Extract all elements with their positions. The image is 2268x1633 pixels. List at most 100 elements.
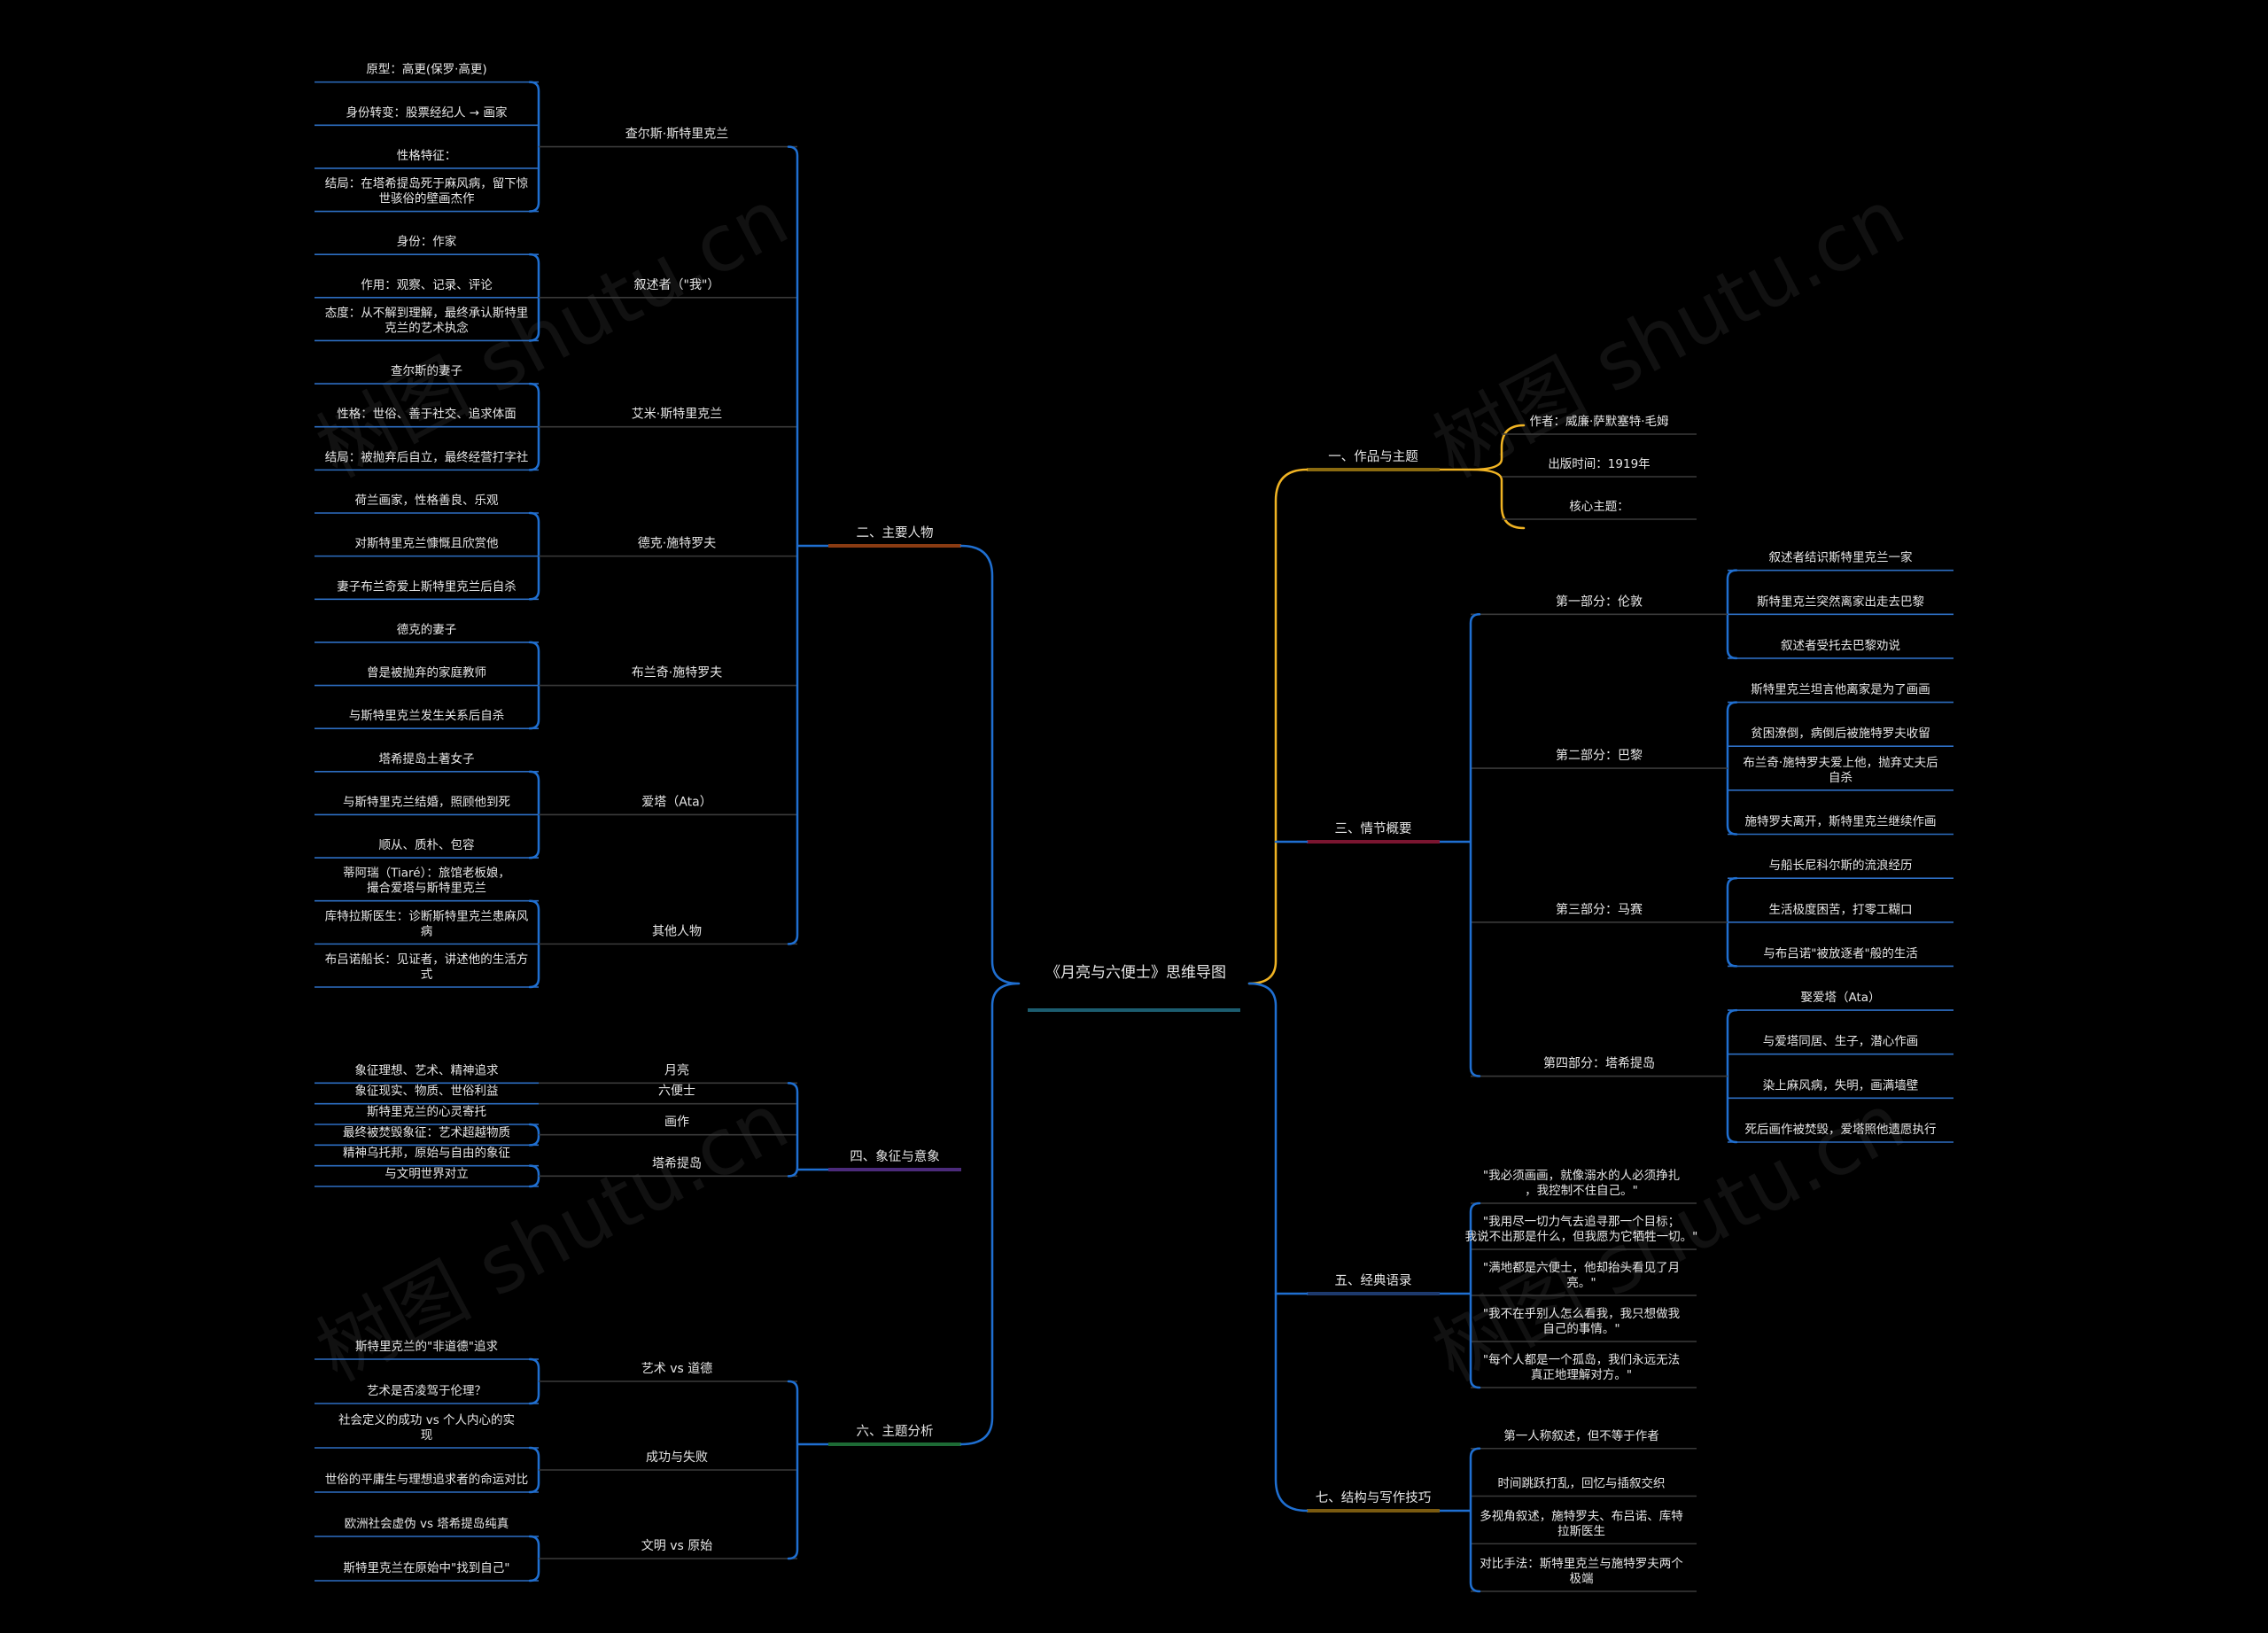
leaf-node[interactable]: 作用：观察、记录、评论 [361,277,493,292]
category-node[interactable]: 其他人物 [652,924,702,938]
leaf-node[interactable]: 社会定义的成功 vs 个人内心的实现 [338,1413,515,1442]
leaf-node[interactable]: 身份转变：股票经纪人 → 画家 [346,105,508,120]
category-node[interactable]: 月亮 [664,1062,689,1077]
connector-line [1469,613,1481,1077]
leaf-node[interactable]: 斯特里克兰的心灵寄托 [367,1104,486,1119]
leaf-node[interactable]: 生活极度困苦，打零工糊口 [1769,902,1913,917]
leaf-node[interactable]: 布兰奇·施特罗夫爱上他，抛弃丈夫后自杀 [1743,755,1938,785]
leaf-node[interactable]: 叙述者受托去巴黎劝说 [1781,639,1900,653]
leaf-node[interactable]: 欧洲社会虚伪 vs 塔希提岛纯真 [345,1517,509,1531]
main-branch-node[interactable]: 四、象征与意象 [850,1148,940,1164]
category-node[interactable]: 第四部分：塔希提岛 [1543,1056,1655,1071]
leaf-node[interactable]: 态度：从不解到理解，最终承认斯特里克兰的艺术执念 [325,306,529,335]
leaf-node[interactable]: 对比手法：斯特里克兰与施特罗夫两个极端 [1480,1557,1683,1586]
category-node[interactable]: 布兰奇·施特罗夫 [632,665,722,680]
category-node[interactable]: 成功与失败 [646,1450,708,1465]
connector-line [1469,1201,1481,1389]
leaf-node[interactable]: 作者：威廉·萨默塞特·毛姆 [1529,414,1668,429]
main-branch-node[interactable]: 三、情节概要 [1335,821,1412,836]
category-node[interactable]: 文明 vs 原始 [641,1539,712,1553]
leaf-node[interactable]: 艺术是否凌驾于伦理？ [367,1384,486,1398]
main-branch-node[interactable]: 六、主题分析 [857,1424,934,1439]
leaf-node[interactable]: "我不在乎别人怎么看我，我只想做我自己的事情。" [1483,1307,1681,1336]
leaf-node[interactable]: 世俗的平庸生与理想追求者的命运对比 [325,1472,529,1487]
connector-line [528,1446,540,1494]
main-branch-node[interactable]: 五、经典语录 [1335,1273,1412,1288]
leaf-node[interactable]: 与布吕诺"被放逐者"般的生活 [1763,946,1917,960]
leaf-node[interactable]: 象征理想、艺术、精神追求 [355,1063,499,1077]
leaf-node[interactable]: 性格：世俗、善于社交、追求体面 [337,407,517,422]
category-node[interactable]: 艺术 vs 道德 [641,1362,712,1376]
leaf-node[interactable]: 出版时间：1919年 [1548,457,1650,471]
category-node[interactable]: 爱塔（Ata） [641,795,711,809]
leaf-node[interactable]: 时间跳跃打乱，回忆与插叙交织 [1498,1476,1666,1491]
leaf-node[interactable]: 性格特征： [397,149,457,163]
leaf-node[interactable]: 妻子布兰奇爱上斯特里克兰后自杀 [337,579,517,594]
category-node[interactable]: 查尔斯·斯特里克兰 [625,128,728,142]
leaf-node[interactable]: 第一人称叙述，但不等于作者 [1503,1428,1659,1443]
connector-line [528,1535,540,1582]
leaf-node[interactable]: 荷兰画家，性格善良、乐观 [355,493,499,508]
category-node[interactable]: 画作 [664,1116,689,1130]
category-node[interactable]: 第二部分：巴黎 [1556,748,1643,763]
leaf-node[interactable]: 蒂阿瑞（Tiaré）：旅馆老板娘，撮合爱塔与斯特里克兰 [343,867,510,896]
leaf-node[interactable]: 原型：高更(保罗·高更) [366,62,486,77]
leaf-node[interactable]: 与爱塔同居、生子，潜心作画 [1763,1035,1919,1049]
root-title[interactable]: 《月亮与六便士》思维导图 [1045,964,1226,982]
leaf-node[interactable]: 结局：被抛弃后自立，最终经营打字社 [325,449,529,464]
leaf-node[interactable]: 身份：作家 [397,234,457,249]
main-branch-node[interactable]: 七、结构与写作技巧 [1316,1490,1432,1505]
leaf-node[interactable]: 贫困潦倒，病倒后被施特罗夫收留 [1751,727,1930,741]
category-node[interactable]: 六便士 [658,1085,695,1099]
category-node[interactable]: 德克·施特罗夫 [638,537,716,551]
leaf-node[interactable]: 斯特里克兰在原始中"找到自己" [344,1561,510,1575]
leaf-node[interactable]: "满地都是六便士，他却抬头看见了月亮。" [1483,1261,1680,1290]
leaf-node[interactable]: 死后画作被焚毁，爱塔照他遗愿执行 [1745,1123,1937,1137]
connector-layer [315,81,1953,1593]
leaf-node[interactable]: 与文明世界对立 [384,1167,469,1181]
connector-line [787,145,799,945]
leaf-node[interactable]: 斯特里克兰突然离家出走去巴黎 [1757,594,1924,609]
leaf-node[interactable]: 德克的妻子 [397,623,457,637]
leaf-node[interactable]: 顺从、质朴、包容 [379,837,475,852]
leaf-node[interactable]: "每个人都是一个孤岛，我们永远无法真正地理解对方。" [1483,1353,1680,1382]
connector-line [1726,1008,1738,1144]
leaf-node[interactable]: 布吕诺船长：见证者，讲述他的生活方式 [325,953,529,982]
leaf-node[interactable]: 象征现实、物质、世俗利益 [355,1085,499,1099]
leaf-node[interactable]: 精神乌托邦，原始与自由的象征 [343,1147,510,1161]
main-branch-node[interactable]: 二、主要人物 [857,525,934,540]
leaf-node[interactable]: 与船长尼科尔斯的流浪经历 [1769,859,1913,873]
leaf-node[interactable]: 核心主题： [1569,500,1629,514]
category-node[interactable]: 第一部分：伦敦 [1556,594,1643,609]
category-node[interactable]: 塔希提岛 [652,1156,702,1170]
trunk-connector [959,544,1021,1446]
category-node[interactable]: 艾米·斯特里克兰 [632,408,722,422]
leaf-node[interactable]: 查尔斯的妻子 [391,364,462,378]
leaf-node[interactable]: 最终被焚毁象征：艺术超越物质 [343,1125,510,1139]
brace-connector [1469,424,1526,530]
watermark-text: 树图 shutu.cn [303,172,803,495]
leaf-node[interactable]: 与斯特里克兰发生关系后自杀 [349,709,505,723]
leaf-node[interactable]: 库特拉斯医生：诊断斯特里克兰患麻风病 [325,909,529,938]
main-branch-node[interactable]: 一、作品与主题 [1328,449,1418,464]
leaf-node[interactable]: 与斯特里克兰结婚，照顾他到死 [343,795,510,809]
leaf-node[interactable]: 娶爱塔（Ata） [1800,991,1880,1005]
connector-line [528,1123,540,1147]
connector-line [528,1164,540,1188]
leaf-node[interactable]: 染上麻风病，失明，画满墙壁 [1763,1078,1919,1093]
leaf-node[interactable]: 施特罗夫离开，斯特里克兰继续作画 [1745,814,1937,829]
leaf-node[interactable]: 叙述者结识斯特里克兰一家 [1769,550,1913,565]
leaf-node[interactable]: 结局：在塔希提岛死于麻风病，留下惊世骇俗的壁画杰作 [325,177,529,206]
category-node[interactable]: 第三部分：马赛 [1556,902,1643,917]
leaf-node[interactable]: "我用尽一切力气去追寻那一个目标；我说不出那是什么，但我愿为它牺牲一切。" [1465,1215,1698,1244]
category-node[interactable]: 叙述者（"我"） [634,277,720,292]
leaf-node[interactable]: 斯特里克兰的"非道德"追求 [355,1340,498,1354]
leaf-node[interactable]: 曾是被抛弃的家庭教师 [367,665,486,680]
leaf-node[interactable]: "我必须画画，就像溺水的人必须挣扎，我控制不住自己。" [1483,1169,1680,1198]
leaf-node[interactable]: 塔希提岛土著女子 [379,751,475,766]
leaf-node[interactable]: 斯特里克兰坦言他离家是为了画画 [1751,682,1930,697]
leaf-node[interactable]: 多视角叙述，施特罗夫、布吕诺、库特拉斯医生 [1480,1508,1683,1538]
leaf-node[interactable]: 对斯特里克兰慷慨且欣赏他 [355,536,499,551]
watermark-text: 树图 shutu.cn [1419,172,1919,495]
